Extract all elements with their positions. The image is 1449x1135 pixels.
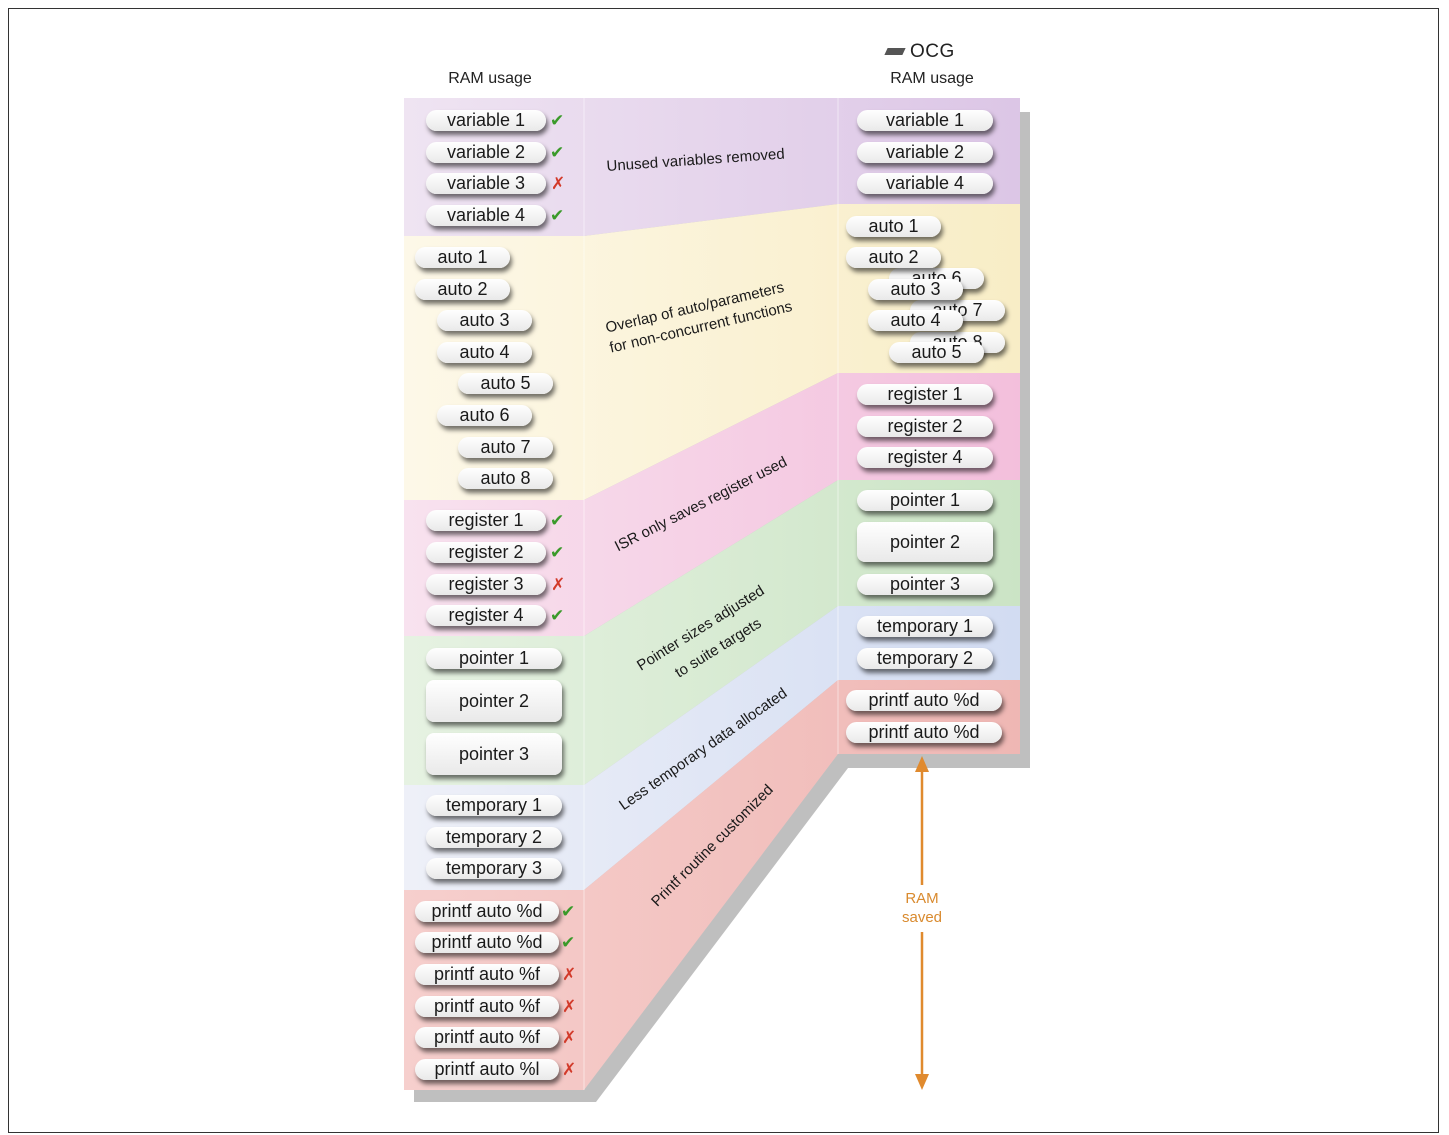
right-register-pill: register 1 xyxy=(857,384,993,405)
left-temporary-pill: temporary 1 xyxy=(426,795,562,816)
left-printf-pill: printf auto %f xyxy=(415,996,559,1017)
left-temporary-pill: temporary 2 xyxy=(426,827,562,848)
ocg-brand: OCG xyxy=(884,41,955,63)
right-pointer-pill: pointer 3 xyxy=(857,574,993,595)
left-auto-pill: auto 7 xyxy=(458,437,553,458)
left-pointer-pill: pointer 2 xyxy=(426,680,562,722)
left-register-pill: register 3 xyxy=(426,574,546,595)
band-variables xyxy=(404,98,1020,236)
right-printf-pill: printf auto %d xyxy=(846,722,1002,743)
right-temporary-pill: temporary 1 xyxy=(857,616,993,637)
left-auto-pill: auto 2 xyxy=(415,279,510,300)
cross-icon: ✗ xyxy=(562,1028,577,1047)
check-icon: ✔ xyxy=(550,511,565,530)
right-variable-pill: variable 1 xyxy=(857,110,993,131)
left-printf-pill: printf auto %f xyxy=(415,964,559,985)
ram-saved-line1: RAM xyxy=(905,890,939,907)
left-variable-pill: variable 1 xyxy=(426,110,546,131)
right-printf-pill: printf auto %d xyxy=(846,690,1002,711)
right-auto-pill: auto 5 xyxy=(889,342,984,363)
left-printf-pill: printf auto %l xyxy=(415,1059,559,1080)
left-column-title: RAM usage xyxy=(448,70,532,87)
left-register-pill: register 1 xyxy=(426,510,546,531)
cross-icon: ✗ xyxy=(562,965,577,984)
check-icon: ✔ xyxy=(550,543,565,562)
check-icon: ✔ xyxy=(550,143,565,162)
right-pointer-pill: pointer 2 xyxy=(857,522,993,562)
right-column-title: RAM usage xyxy=(890,70,974,87)
right-variable-pill: variable 4 xyxy=(857,173,993,194)
left-temporary-pill: temporary 3 xyxy=(426,858,562,879)
ram-saved-line2: saved xyxy=(901,909,943,926)
left-printf-pill: printf auto %d xyxy=(415,901,559,922)
right-register-pill: register 4 xyxy=(857,447,993,468)
left-variable-pill: variable 3 xyxy=(426,173,546,194)
check-icon: ✔ xyxy=(550,111,565,130)
ocg-logo-icon xyxy=(884,48,906,56)
band-temporary xyxy=(404,606,1020,890)
left-auto-pill: auto 6 xyxy=(437,405,532,426)
check-icon: ✔ xyxy=(550,206,565,225)
left-auto-pill: auto 8 xyxy=(458,468,553,489)
right-auto-pill: auto 2 xyxy=(846,247,941,268)
left-auto-pill: auto 3 xyxy=(437,310,532,331)
left-pointer-pill: pointer 3 xyxy=(426,733,562,775)
cross-icon: ✗ xyxy=(551,174,566,193)
ram-saved-arrow xyxy=(915,756,929,1090)
cross-icon: ✗ xyxy=(562,997,577,1016)
left-auto-pill: auto 1 xyxy=(415,247,510,268)
diagram-frame xyxy=(8,8,1439,1133)
check-icon: ✔ xyxy=(561,933,576,952)
cross-icon: ✗ xyxy=(562,1060,577,1079)
right-temporary-pill: temporary 2 xyxy=(857,648,993,669)
left-auto-pill: auto 5 xyxy=(458,373,553,394)
left-register-pill: register 4 xyxy=(426,605,546,626)
right-auto-pill: auto 4 xyxy=(868,310,963,331)
cross-icon: ✗ xyxy=(551,575,566,594)
right-auto-pill: auto 1 xyxy=(846,216,941,237)
left-variable-pill: variable 4 xyxy=(426,205,546,226)
right-register-pill: register 2 xyxy=(857,416,993,437)
right-auto-pill: auto 3 xyxy=(868,279,963,300)
left-register-pill: register 2 xyxy=(426,542,546,563)
right-pointer-pill: pointer 1 xyxy=(857,490,993,511)
left-variable-pill: variable 2 xyxy=(426,142,546,163)
check-icon: ✔ xyxy=(561,902,576,921)
left-printf-pill: printf auto %d xyxy=(415,932,559,953)
band-registers xyxy=(404,373,1020,636)
left-printf-pill: printf auto %f xyxy=(415,1027,559,1048)
band-printf xyxy=(404,680,1020,1090)
check-icon: ✔ xyxy=(550,606,565,625)
left-auto-pill: auto 4 xyxy=(437,342,532,363)
ocg-brand-text: OCG xyxy=(910,41,955,62)
right-variable-pill: variable 2 xyxy=(857,142,993,163)
band-auto xyxy=(404,204,1020,500)
left-pointer-pill: pointer 1 xyxy=(426,648,562,669)
ram-saved-label: RAM saved xyxy=(892,889,952,927)
